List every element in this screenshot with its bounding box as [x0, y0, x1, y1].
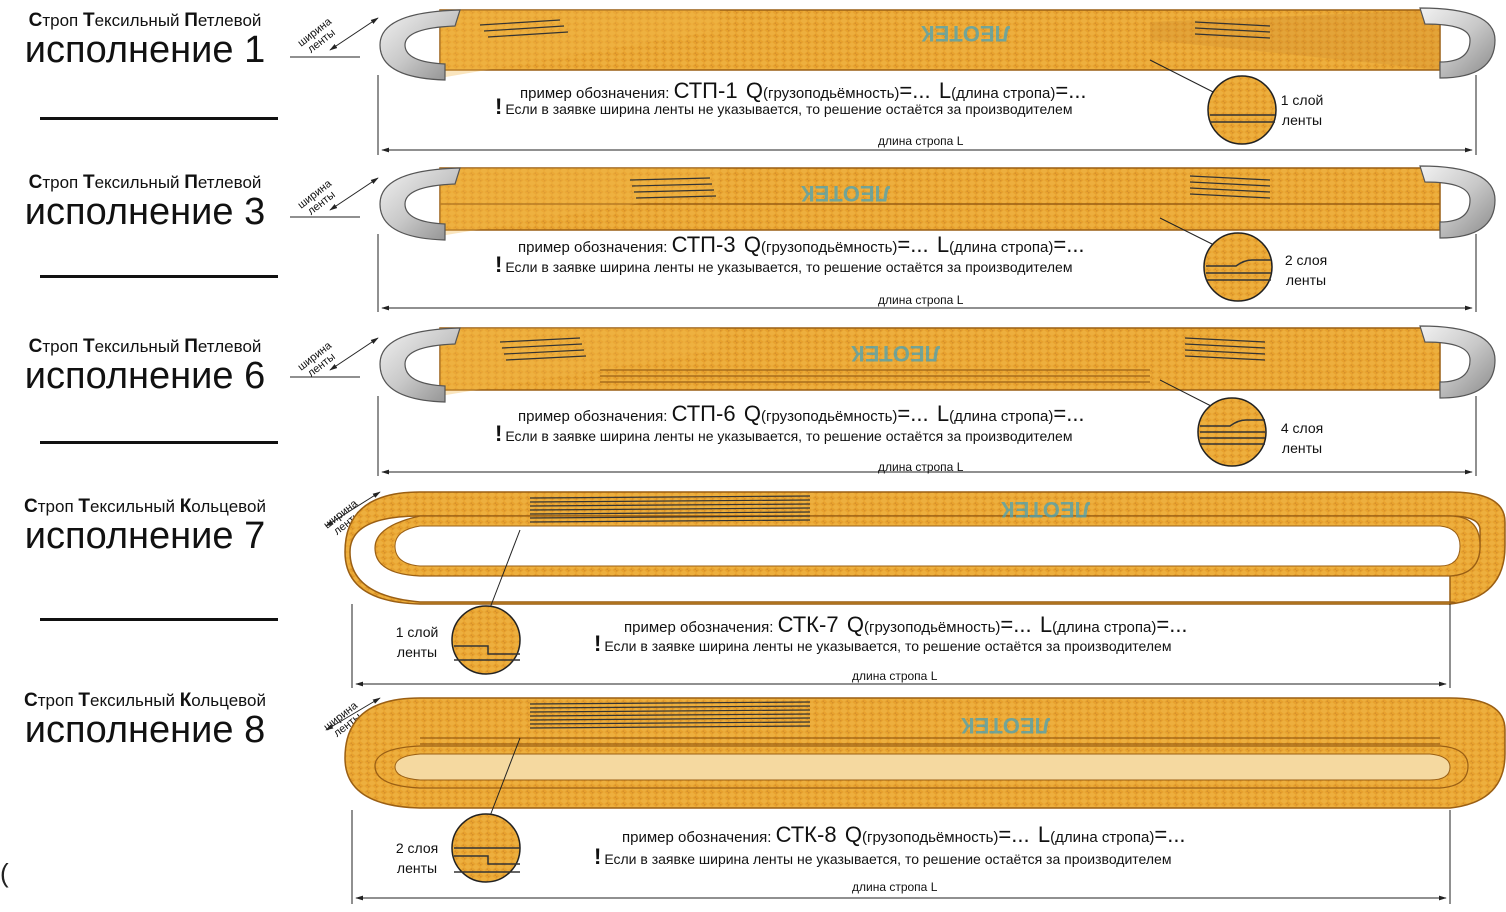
variant-stp-6: Строп Тексильный Петлевой исполнение 6 ш… [0, 324, 1506, 484]
edge-mark: ( [0, 858, 9, 888]
designation-example: пример обозначения: СТП-6 Q(грузоподьёмн… [518, 401, 1085, 426]
execution-label: исполнение 8 [24, 709, 266, 751]
length-label: длина стропа L [852, 880, 938, 894]
warning-note: !Если в заявке ширина ленты не указывает… [594, 631, 1172, 656]
sling-diagram: ЛЕОТЕК [290, 7, 1496, 155]
variant-stk-8: Строп Тексильный Кольцевой исполнение 8 … [0, 690, 1506, 912]
title-line-1: Строп Тексильный Кольцевой [24, 690, 266, 711]
execution-label: исполнение 7 [24, 515, 266, 557]
warning-note: !Если в заявке ширина ленты не указывает… [495, 421, 1073, 446]
execution-label: исполнение 1 [24, 29, 266, 71]
brand-logo: ЛЕОТЕК [1001, 497, 1090, 522]
underline [40, 275, 278, 278]
variant-stp-3: Строп Тексильный Петлевой исполнение 3 ш… [0, 162, 1506, 322]
underline [40, 441, 278, 444]
length-label: длина стропа L [878, 460, 964, 474]
length-label: длина стропа L [878, 293, 964, 307]
variant-stp-1: Строп Тексильный Петлевой исполнение 1 ш… [0, 0, 1506, 160]
underline [40, 618, 278, 621]
designation-example: пример обозначения: СТП-1 Q(грузоподьёмн… [520, 78, 1087, 103]
variant-stk-7: Строп Тексильный Кольцевой исполнение 7 … [0, 486, 1506, 688]
sling-diagram: ЛЕОТЕК [290, 165, 1496, 312]
variant-title: Строп Тексильный Петлевой исполнение 6 [0, 336, 290, 396]
variant-title: Строп Тексильный Кольцевой исполнение 7 [0, 496, 290, 556]
designation-example: пример обозначения: СТП-3 Q(грузоподьёмн… [518, 232, 1085, 257]
variant-title: Строп Тексильный Кольцевой исполнение 8 [0, 690, 290, 750]
brand-logo: ЛЕОТЕК [961, 713, 1050, 738]
title-line-1: Строп Тексильный Петлевой [28, 172, 262, 193]
variant-title: Строп Тексильный Петлевой исполнение 1 [0, 10, 290, 70]
underline [40, 117, 278, 120]
title-line-1: Строп Тексильный Петлевой [28, 336, 262, 357]
warning-note: !Если в заявке ширина ленты не указывает… [594, 844, 1172, 869]
sling-diagram: ЛЕОТЕК [325, 697, 1506, 904]
sling-diagram: ЛЕОТЕК [290, 325, 1496, 476]
execution-label: исполнение 6 [24, 355, 266, 397]
brand-logo: ЛЕОТЕК [921, 21, 1010, 46]
title-line-1: Строп Тексильный Петлевой [28, 10, 262, 31]
sling-diagram: ЛЕОТЕК [325, 491, 1506, 688]
brand-logo: ЛЕОТЕК [851, 341, 940, 366]
warning-note: !Если в заявке ширина ленты не указывает… [495, 252, 1073, 277]
length-label: длина стропа L [878, 134, 964, 148]
brand-logo: ЛЕОТЕК [801, 181, 890, 206]
designation-example: пример обозначения: СТК-7 Q(грузоподьёмн… [624, 612, 1188, 637]
variant-title: Строп Тексильный Петлевой исполнение 3 [0, 172, 290, 232]
execution-label: исполнение 3 [24, 191, 266, 233]
length-label: длина стропа L [852, 669, 938, 683]
designation-example: пример обозначения: СТК-8 Q(грузоподьёмн… [622, 822, 1186, 847]
warning-note: !Если в заявке ширина ленты не указывает… [495, 94, 1073, 119]
title-line-1: Строп Тексильный Кольцевой [24, 496, 266, 517]
